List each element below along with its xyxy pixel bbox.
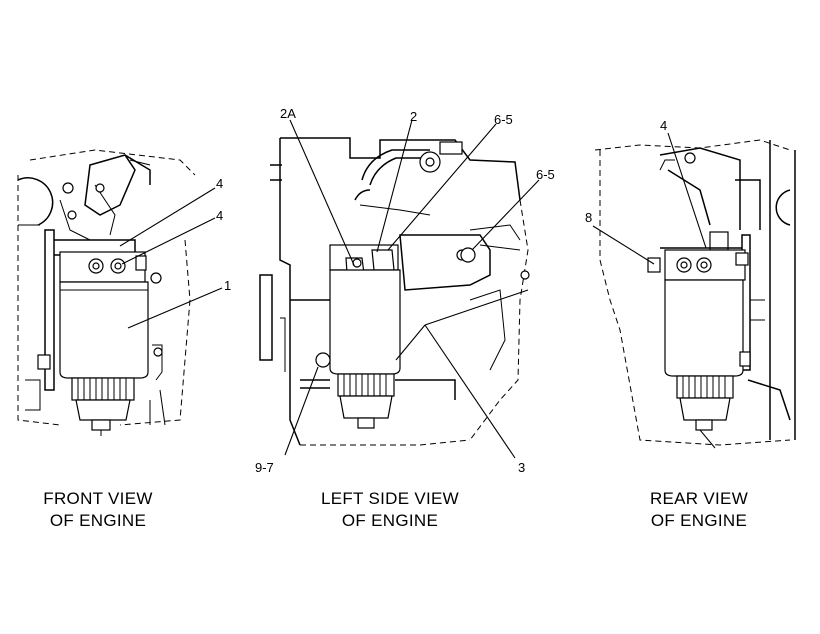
front-view-drawing [17,149,196,436]
callout-side-6-5b: 6-5 [536,167,555,182]
callout-rear-4: 4 [660,118,667,133]
rear-bowl-ribs [682,376,726,398]
callout-rear-8: 8 [585,210,592,225]
callout-front-4a: 4 [216,176,223,191]
side-view-caption-line1: LEFT SIDE VIEW [320,489,460,508]
rear-view-drawing [594,139,796,449]
callout-front-1: 1 [224,278,231,293]
rear-view-caption-line2: OF ENGINE [650,511,748,530]
callout-front-4b: 4 [216,208,223,223]
callout-side-6-5a: 6-5 [494,112,513,127]
callout-side-3: 3 [518,460,525,475]
side-bowl-ribs [343,374,387,396]
side-view-caption-line2: OF ENGINE [341,511,439,530]
side-view-caption: LEFT SIDE VIEW OF ENGINE [290,488,490,532]
callout-labels: 4 4 1 2A 2 6-5 6-5 9-7 3 4 8 [216,106,667,475]
front-view-caption-line2: OF ENGINE [49,511,147,530]
rear-view-caption: REAR VIEW OF ENGINE [599,488,799,532]
callout-side-9-7: 9-7 [255,460,274,475]
side-view-drawing [259,137,530,446]
rear-view-caption-line1: REAR VIEW [649,489,749,508]
callout-side-2A: 2A [280,106,296,121]
front-view-caption: FRONT VIEW OF ENGINE [0,488,198,532]
callout-side-2: 2 [410,109,417,124]
front-bowl-ribs [77,378,127,400]
front-view-caption-line1: FRONT VIEW [43,489,153,508]
